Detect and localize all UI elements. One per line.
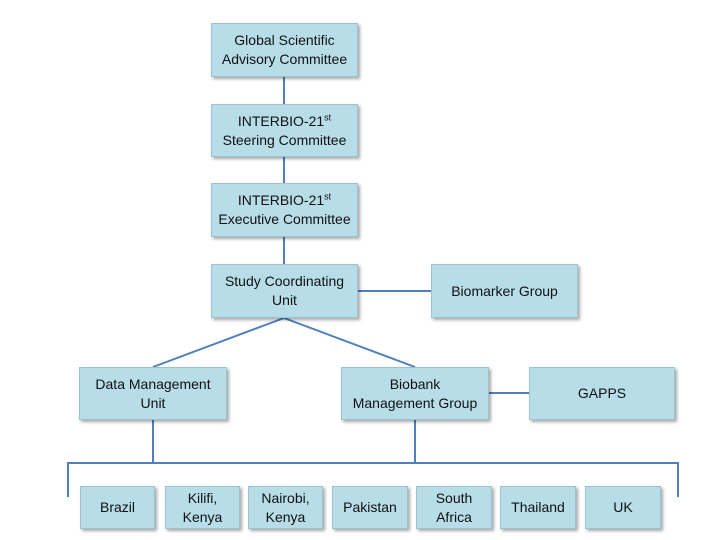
executive-committee-box: INTERBIO-21st Executive Committee bbox=[211, 183, 358, 237]
site-label-line1: Nairobi, bbox=[261, 489, 310, 506]
site-label-line1: UK bbox=[613, 499, 633, 515]
node-label-line2: Executive Committee bbox=[218, 211, 351, 227]
site-box-uk: UK bbox=[585, 486, 661, 529]
site-label-line2: Kenya bbox=[265, 508, 306, 525]
node-label-line1: INTERBIO-21st bbox=[237, 191, 332, 208]
node-label-line1: INTERBIO-21st bbox=[237, 111, 332, 129]
site-label-line1: South bbox=[435, 489, 473, 506]
node-label-line1: Biobank bbox=[389, 375, 441, 392]
data-management-unit-box: Data Management Unit bbox=[79, 367, 227, 420]
node-label-line2: Unit bbox=[272, 292, 297, 308]
node-label-line1: Global Scientific bbox=[234, 32, 335, 48]
site-box-pakistan: Pakistan bbox=[332, 486, 408, 529]
site-label-line1: Kilifi, bbox=[187, 489, 218, 506]
superscript-st: st bbox=[324, 191, 332, 202]
node-label-line2: Advisory Committee bbox=[221, 51, 348, 67]
node-label-line1: Study Coordinating bbox=[224, 273, 345, 289]
node-label-line1: Biomarker Group bbox=[451, 282, 558, 299]
study-coordinating-unit-box: Study Coordinating Unit bbox=[211, 264, 358, 318]
connector-scu-dmu bbox=[152, 317, 285, 368]
superscript-st: st bbox=[324, 111, 332, 122]
site-label-line2: Kenya bbox=[182, 508, 223, 525]
site-label-line1: Pakistan bbox=[343, 499, 397, 515]
biomarker-group-box: Biomarker Group bbox=[431, 264, 578, 318]
node-label-line1: Data Management bbox=[95, 375, 211, 392]
gapps-box: GAPPS bbox=[529, 367, 675, 420]
site-box-south-africa: South Africa bbox=[416, 486, 492, 529]
connector-scu-biobank bbox=[283, 317, 416, 368]
site-box-brazil: Brazil bbox=[80, 486, 155, 529]
node-label-line2: Management Group bbox=[352, 394, 478, 411]
biobank-management-group-box: Biobank Management Group bbox=[341, 367, 489, 420]
node-label-line2: Unit bbox=[140, 394, 166, 411]
node-label-line2: Steering Committee bbox=[222, 131, 347, 148]
site-label-line1: Thailand bbox=[511, 499, 565, 515]
site-box-kilifi-kenya: Kilifi, Kenya bbox=[165, 486, 240, 529]
site-label-line2: Africa bbox=[436, 508, 472, 525]
site-label-line1: Brazil bbox=[99, 499, 135, 515]
node-label-line1: GAPPS bbox=[577, 385, 627, 401]
site-box-nairobi-kenya: Nairobi, Kenya bbox=[248, 486, 323, 529]
global-scientific-advisory-committee-box: Global Scientific Advisory Committee bbox=[211, 23, 358, 77]
steering-committee-box: INTERBIO-21st Steering Committee bbox=[211, 104, 358, 157]
site-box-thailand: Thailand bbox=[500, 486, 576, 529]
